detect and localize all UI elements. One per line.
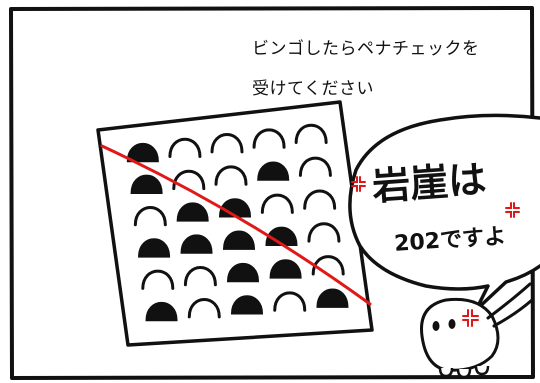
- bingo-mark-filled: [316, 288, 349, 308]
- bingo-mark-open: [141, 269, 175, 290]
- bingo-mark-open: [214, 165, 248, 186]
- bingo-mark-filled: [257, 161, 290, 181]
- caption-line-1: ビンゴしたらペナチェックを: [252, 39, 480, 59]
- bingo-mark-filled: [269, 259, 302, 279]
- anger-mark-icon: [462, 309, 479, 327]
- bingo-mark-filled: [126, 143, 159, 163]
- bingo-mark-open: [252, 128, 286, 149]
- anger-mark-icon: [505, 202, 520, 218]
- anger-mark-icon: [351, 176, 366, 192]
- character-body: [420, 297, 500, 372]
- bingo-mark-open: [260, 193, 294, 214]
- character-foot: [438, 367, 454, 378]
- character-arm: [492, 298, 534, 328]
- bingo-mark-filled: [138, 238, 171, 258]
- bingo-mark-open: [183, 266, 217, 287]
- bingo-mark-open: [168, 137, 202, 159]
- bingo-mark-filled: [180, 234, 213, 254]
- bingo-mark-filled: [226, 263, 260, 283]
- bingo-mark-open: [273, 291, 307, 312]
- bingo-mark-open: [133, 206, 167, 227]
- bingo-mark-open: [311, 255, 345, 276]
- character-arm: [486, 282, 532, 320]
- bingo-mark-open: [210, 133, 244, 154]
- bingo-mark-open: [187, 298, 221, 319]
- character-eye: [448, 319, 456, 329]
- bingo-mark-filled: [130, 174, 163, 194]
- bingo-mark-filled: [145, 302, 178, 322]
- bingo-mark-filled: [222, 230, 256, 250]
- bingo-mark-open: [303, 189, 337, 210]
- character-foot: [474, 365, 490, 376]
- bingo-strike-line: [100, 144, 372, 306]
- bingo-mark-filled: [176, 202, 209, 222]
- bingo-mark-filled: [230, 295, 264, 315]
- speech-bubble-line-1: 岩崖は: [370, 157, 488, 209]
- caption-line-2: 受けてください: [252, 79, 374, 99]
- character-foot: [456, 368, 472, 379]
- mochi-character: [420, 282, 534, 379]
- bingo-mark-open: [298, 156, 332, 177]
- character-eye: [432, 321, 440, 331]
- bingo-mark-open: [307, 222, 341, 243]
- speech-bubble: [348, 113, 540, 312]
- bingo-mark-open: [294, 123, 328, 145]
